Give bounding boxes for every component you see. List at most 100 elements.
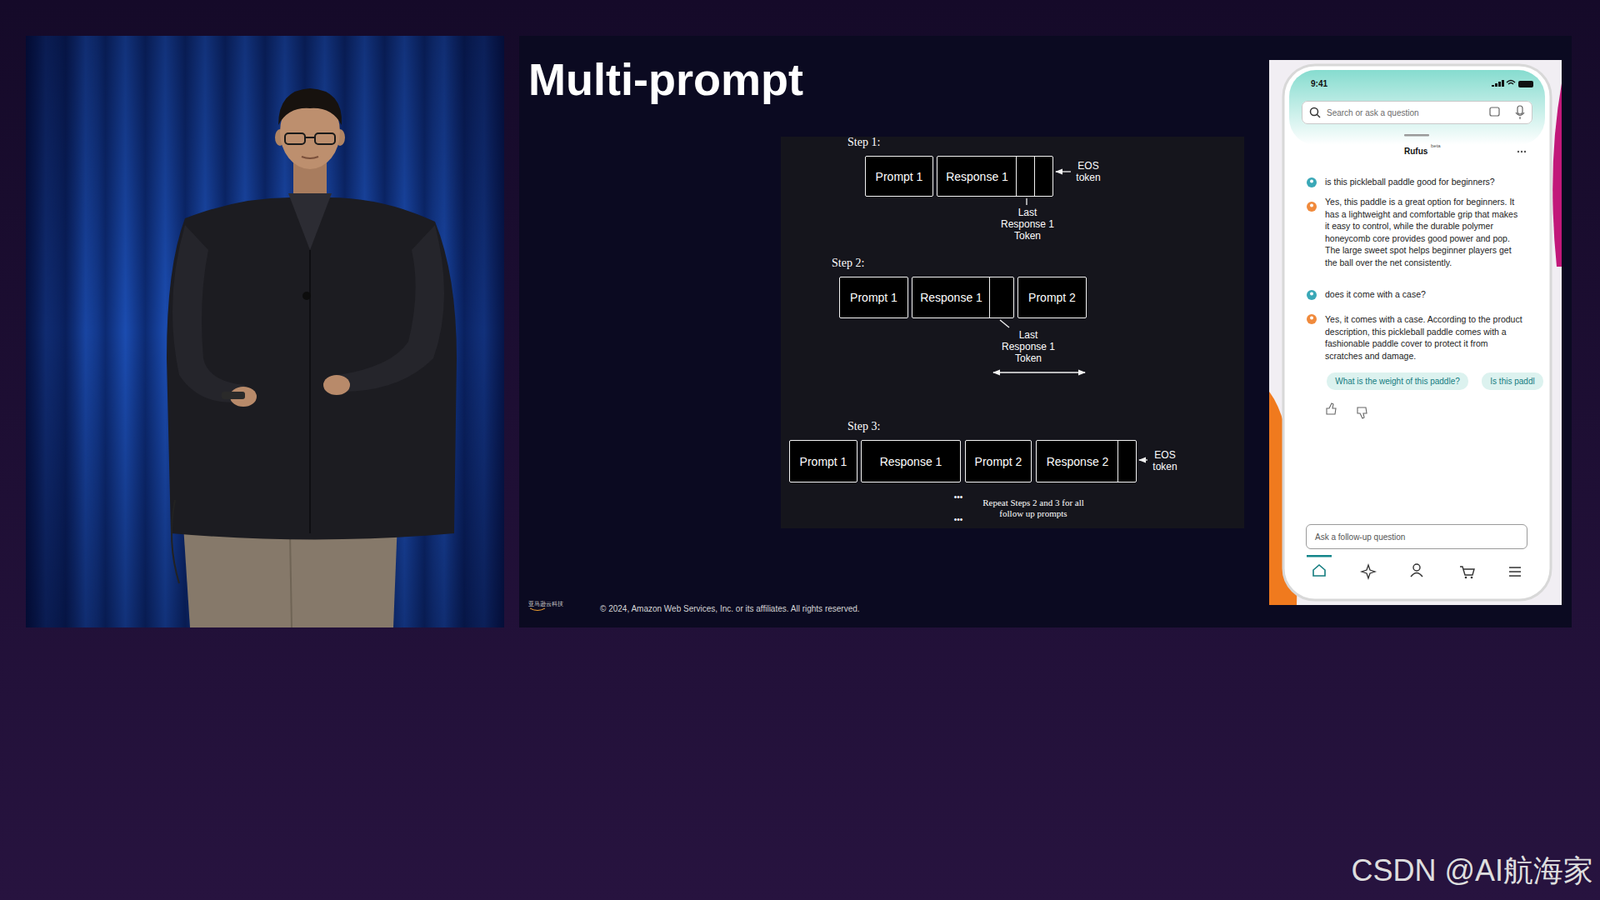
step-label: Step 1: xyxy=(847,135,880,150)
menu-icon-line xyxy=(1509,566,1521,569)
assistant-answer: Yes, it comes with a case. According to … xyxy=(1325,313,1527,362)
suggestion-chip: What is the weight of this paddle? xyxy=(1326,372,1469,390)
node-text: Prompt 1 xyxy=(875,170,924,184)
speaker-glasses xyxy=(285,133,305,145)
pointer-note: Last Response 1 Token xyxy=(998,206,1057,242)
node-text: Prompt 1 xyxy=(850,290,898,305)
node-text: Response 1 xyxy=(920,290,983,305)
node-text: Response 1 xyxy=(880,455,943,469)
leader-arrow xyxy=(1139,459,1148,460)
pointer-note: Last Response 1 Token xyxy=(999,329,1058,365)
ellipsis: ••• xyxy=(941,492,975,504)
node-text: Search or ask a question xyxy=(1326,108,1420,118)
search-icon-handle xyxy=(1316,114,1320,118)
speaker-shirt xyxy=(288,193,332,250)
signal-bar xyxy=(1495,83,1498,87)
user-question: does it come with a case? xyxy=(1325,289,1426,300)
chat-avatar xyxy=(1306,290,1317,300)
token-cell-divider xyxy=(989,277,990,318)
logo-text: 亚马逊云科技 xyxy=(528,600,564,609)
mic-icon-stand xyxy=(1515,112,1525,120)
beta-badge: beta xyxy=(1430,143,1441,150)
prompt-box: Prompt 1 xyxy=(865,155,934,197)
more-icon-dot xyxy=(1520,150,1523,153)
pointer-note: EOS token xyxy=(1147,449,1183,473)
thumbs-up-icon xyxy=(1326,403,1336,415)
logo-smile xyxy=(530,608,545,611)
node-text: Prompt 2 xyxy=(975,455,1023,469)
node-text: Ask a follow-up question xyxy=(1315,532,1405,542)
speaker-hair xyxy=(278,88,342,125)
node-text: Prompt 1 xyxy=(800,455,848,469)
wifi-icon xyxy=(1506,80,1515,85)
slide-background xyxy=(519,35,1572,628)
presenter-remote xyxy=(221,391,245,400)
step-label: Step 2: xyxy=(831,255,865,271)
prompt-box: Prompt 2 xyxy=(965,440,1032,483)
leader-line xyxy=(1025,198,1027,205)
stage-curtain xyxy=(25,35,505,628)
curtain-edge-shade xyxy=(25,35,505,628)
phone-backdrop xyxy=(1269,60,1562,605)
speaker-mouth xyxy=(301,156,319,159)
pointer-note: EOS token xyxy=(1070,160,1106,184)
sparkle-icon xyxy=(1361,565,1375,579)
signal-bar xyxy=(1501,80,1505,87)
phone-header xyxy=(1289,70,1545,145)
node-text: What is the weight of this paddle? xyxy=(1335,376,1460,386)
repeat-note: Repeat Steps 2 and 3 for all follow up p… xyxy=(980,497,1086,520)
watermark: CSDN @AI航海家 xyxy=(1350,851,1594,890)
leader-line xyxy=(1000,320,1010,328)
sheet-handle xyxy=(1404,134,1430,137)
menu-icon-line xyxy=(1509,570,1521,573)
step-label: Step 3: xyxy=(847,419,880,435)
prompt-box: Prompt 1 xyxy=(839,276,909,319)
battery-icon xyxy=(1518,80,1534,88)
account-icon xyxy=(1413,564,1420,571)
status-time: 9:41 xyxy=(1310,79,1328,90)
magenta-accent xyxy=(1552,83,1562,267)
chat-avatar-mark xyxy=(1310,292,1314,296)
phone-body xyxy=(1283,65,1551,600)
cart-icon xyxy=(1460,566,1475,575)
account-icon-body xyxy=(1410,573,1423,578)
assistant-name: Rufus xyxy=(1404,146,1428,158)
thumbs-down-icon xyxy=(1357,407,1367,419)
response-box: Response 1 xyxy=(911,276,1015,319)
mic-cord xyxy=(171,500,180,584)
search-field-fill xyxy=(1301,100,1533,125)
copyright: © 2024, Amazon Web Services, Inc. or its… xyxy=(600,604,860,615)
camera-icon xyxy=(1490,107,1500,116)
signal-bar xyxy=(1498,81,1501,87)
node-text: Response 2 xyxy=(1046,455,1110,469)
speaker-hand xyxy=(323,375,350,395)
jacket-zipper xyxy=(309,250,311,534)
chat-avatar-mark xyxy=(1310,316,1314,320)
diagram-panel xyxy=(780,136,1245,529)
follow-up-input: Ask a follow-up question xyxy=(1305,524,1528,550)
suggestion-chip: Is this paddl xyxy=(1481,372,1544,390)
node-text: Prompt 2 xyxy=(1028,290,1076,305)
response-box: Response 1 xyxy=(936,155,1054,197)
prompt-box: Prompt 2 xyxy=(1017,276,1087,319)
mic-icon xyxy=(1517,105,1523,115)
glasses-bridge xyxy=(305,136,315,139)
response-box: Response 2 xyxy=(1035,440,1137,483)
chat-avatar-mark xyxy=(1310,180,1314,184)
curtain-shade xyxy=(25,35,505,628)
active-tab-bar xyxy=(1306,555,1332,558)
prompt-box: Prompt 1 xyxy=(789,440,858,483)
pants-crease xyxy=(290,533,292,628)
more-icon-dot xyxy=(1517,150,1520,153)
token-cell-divider xyxy=(1015,156,1017,196)
more-icon-dot xyxy=(1524,150,1526,153)
cart-wheel xyxy=(1465,576,1468,580)
speaker-jacket xyxy=(166,197,457,540)
lapel-mic xyxy=(302,291,311,300)
cart-wheel xyxy=(1470,576,1474,580)
chat-avatar xyxy=(1306,177,1317,188)
node-text: Is this paddl xyxy=(1490,376,1535,386)
assistant-answer: Yes, this paddle is a great option for b… xyxy=(1325,195,1524,269)
